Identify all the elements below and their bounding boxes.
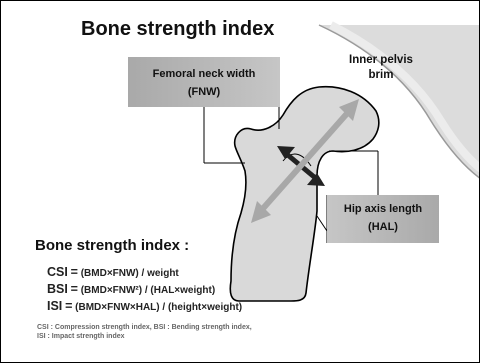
pelvis-brim-label: Inner pelvis brim bbox=[349, 53, 413, 83]
page-title: Bone strength index bbox=[81, 18, 274, 41]
footnote-line2: ISI : Impact strength index bbox=[37, 333, 125, 340]
femur-bone bbox=[230, 87, 379, 301]
formula-expression: (BMD×FNW) / weight bbox=[81, 268, 179, 279]
fnw-label: Femoral neck width bbox=[128, 65, 280, 83]
formula-expression: (BMD×FNW×HAL) / (height×weight) bbox=[75, 302, 242, 313]
formula-isi: ISI = (BMD×FNW×HAL) / (height×weight) bbox=[47, 299, 242, 313]
formula-equals: = bbox=[71, 265, 78, 279]
formula-label: BSI bbox=[47, 282, 68, 296]
formula-bsi: BSI = (BMD×FNW²) / (HAL×weight) bbox=[47, 282, 215, 296]
formula-label: ISI bbox=[47, 299, 62, 313]
formula-expression: (BMD×FNW²) / (HAL×weight) bbox=[81, 285, 215, 296]
pelvis-label-line1: Inner pelvis bbox=[349, 53, 413, 68]
formula-csi: CSI = (BMD×FNW) / weight bbox=[47, 265, 179, 279]
formula-equals: = bbox=[65, 299, 72, 313]
footnote-line1: CSI : Compression strength index, BSI : … bbox=[37, 324, 252, 331]
section-heading: Bone strength index : bbox=[35, 237, 189, 254]
hal-label-box: Hip axis length (HAL) bbox=[327, 195, 439, 243]
fnw-label-box: Femoral neck width (FNW) bbox=[128, 57, 280, 107]
formula-equals: = bbox=[71, 282, 78, 296]
hal-abbrev: (HAL) bbox=[327, 218, 439, 236]
pelvis-label-line2: brim bbox=[349, 68, 413, 83]
formula-label: CSI bbox=[47, 265, 68, 279]
fnw-abbrev: (FNW) bbox=[128, 83, 280, 101]
hal-label: Hip axis length bbox=[327, 200, 439, 218]
